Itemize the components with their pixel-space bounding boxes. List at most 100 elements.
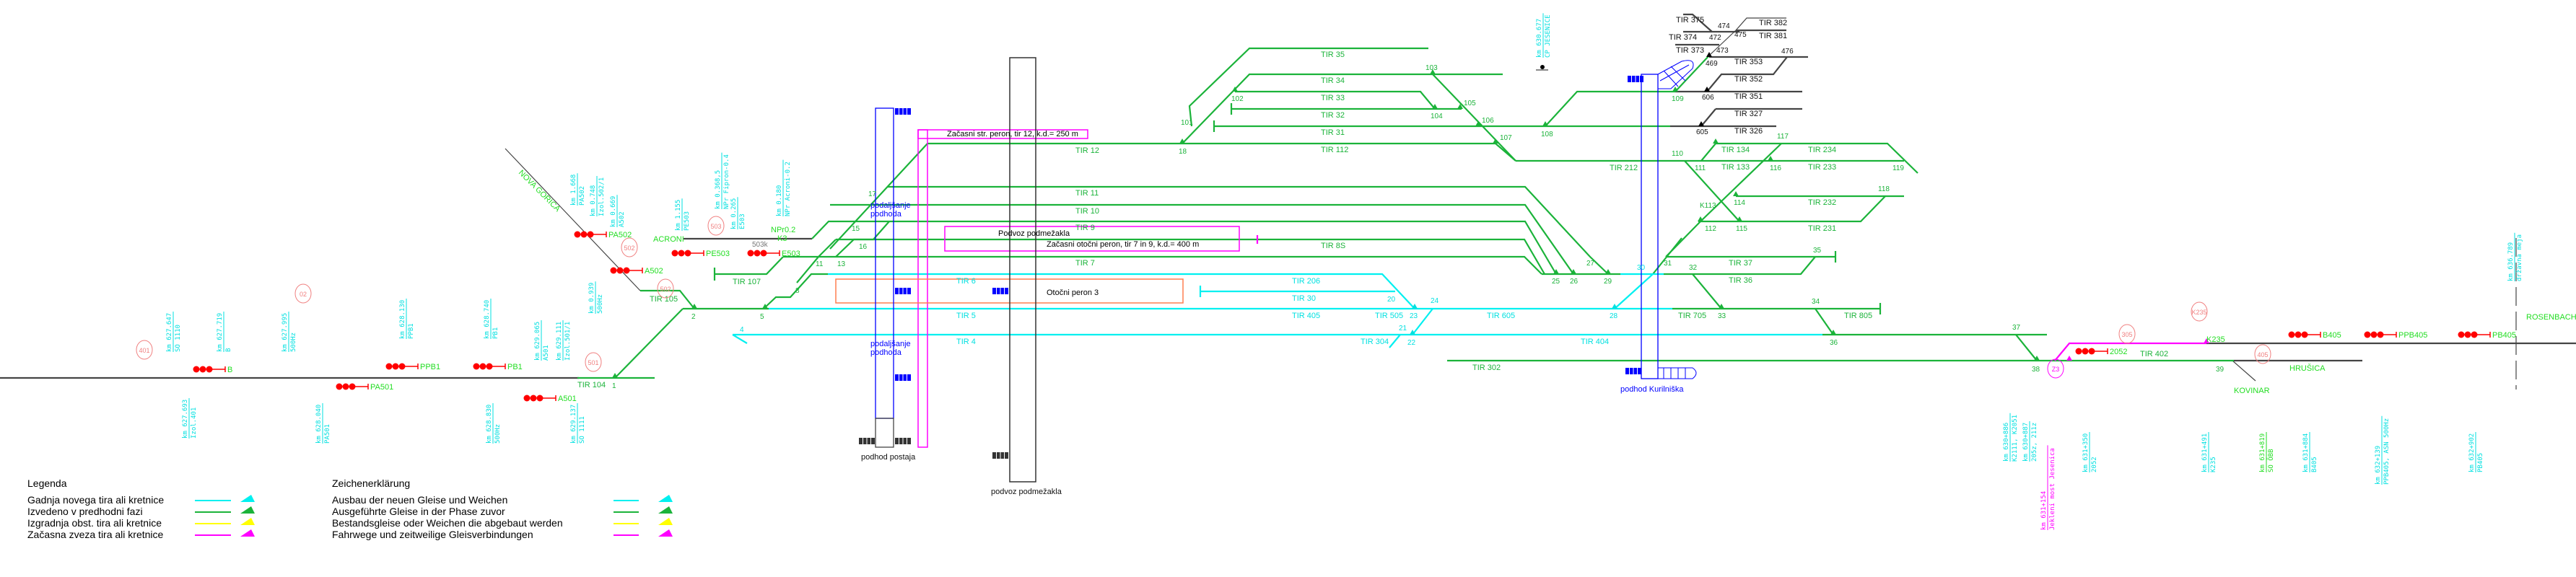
km-description: PPB1: [408, 323, 415, 339]
place-nova-gorica: NOVA GORICA: [517, 169, 562, 214]
switch-number: 37: [2012, 324, 2021, 332]
legend-item-sl: Izvedeno v predhodni fazi: [27, 506, 143, 517]
circle-mark-outline: [2191, 301, 2208, 322]
track-label: TIR 35: [1321, 50, 1345, 59]
track-label: TIR 302: [1472, 364, 1501, 372]
track-105: [640, 289, 695, 309]
circle-mark-outline: [2118, 324, 2136, 344]
switch-icon: [1612, 304, 1617, 309]
km-description: Izol.501/1: [564, 322, 572, 361]
signal-pa501[interactable]: PA501: [336, 383, 394, 392]
k235-label: K235: [2206, 335, 2225, 344]
km-description: K235: [2210, 457, 2217, 472]
signal-lamp-icon: [2370, 331, 2378, 338]
signal-e503[interactable]: E503: [747, 250, 800, 258]
circle-mark-label: 401: [139, 347, 149, 354]
switch-icon: [2034, 356, 2040, 361]
signal-pb405[interactable]: PB405: [2458, 331, 2517, 340]
km-description: PB405: [2477, 453, 2484, 472]
switch-icon: [1410, 330, 1415, 335]
signal-lamp-icon: [349, 383, 356, 390]
ramp-kurilniska-south: [1658, 367, 1697, 379]
switch-number: 1: [612, 382, 616, 390]
signal-lamp-icon: [616, 267, 624, 274]
legend-switch-icon: [658, 518, 673, 525]
legend-switch-icon: [658, 506, 673, 514]
track-label: TIR 234: [1808, 146, 1836, 154]
signal-pe503[interactable]: PE503: [671, 250, 730, 258]
track-label: TIR 37: [1729, 259, 1752, 268]
switch-number: 29: [1604, 278, 1612, 286]
signal-lamp-icon: [574, 231, 581, 238]
switch-number: 109: [1672, 95, 1684, 103]
temporary-island-platform: [944, 226, 1240, 252]
track-6-206: [828, 273, 1415, 309]
track-label: TIR 705: [1678, 312, 1706, 320]
km-value: km 636.789: [2507, 242, 2515, 281]
km-value: km 0.368,5: [715, 170, 722, 209]
km-description: SO ÖBB: [2267, 449, 2275, 472]
signal-lamp-icon: [385, 363, 393, 370]
signal-a501[interactable]: A501: [523, 395, 577, 403]
track-label: TIR 10: [1075, 207, 1099, 216]
signal-ppb405[interactable]: PPB405: [2364, 331, 2428, 340]
temp-island-platform-label: Začasni otočni peron, tir 7 in 9, k.d.= …: [1047, 240, 1199, 249]
track-34: [1182, 73, 1503, 144]
track-label: TIR 326: [1734, 127, 1763, 136]
switch-number: 34: [1812, 298, 1820, 306]
km-value: km 1.668: [570, 175, 577, 206]
track-label: TIR 381: [1759, 32, 1787, 40]
switch-icon: [1493, 138, 1498, 144]
switch-number: 606: [1702, 94, 1714, 102]
track-label: TIR 373: [1676, 46, 1704, 55]
track-30: [1199, 286, 1395, 297]
track-label: TIR 353: [1734, 58, 1763, 66]
switch-number: 469: [1706, 60, 1718, 68]
place-acroni: ACRONI: [653, 235, 684, 244]
signal-b405[interactable]: B405: [2288, 331, 2341, 340]
signal-pb1[interactable]: PB1: [473, 363, 523, 371]
signal-a502[interactable]: A502: [610, 267, 663, 276]
track-label: TIR 32: [1321, 111, 1345, 120]
track-label: TIR 231: [1808, 224, 1836, 233]
track-382-connection: [1708, 17, 1786, 56]
signal-lamp-icon: [523, 395, 531, 402]
signal-pa502[interactable]: PA502: [574, 231, 632, 239]
benchmark-dot: [1540, 65, 1545, 69]
connection-5-8: [763, 273, 828, 309]
switch-number: 18: [1179, 148, 1187, 156]
switch-icon: [2204, 338, 2209, 343]
track-label: TIR 7: [1075, 259, 1095, 268]
km-description: A502: [619, 211, 626, 227]
signal-lamp-icon: [206, 366, 213, 373]
track-label: TIR 232: [1808, 198, 1836, 207]
track-9: [811, 220, 1557, 275]
track-label: TIR 375: [1676, 16, 1704, 25]
track-label: TIR 404: [1581, 338, 1609, 346]
signal-b[interactable]: B: [193, 366, 233, 374]
track-231: [1698, 195, 1886, 223]
switch-icon: [612, 373, 618, 378]
switch-number: 115: [1736, 225, 1747, 233]
km-value: km 627.995: [281, 313, 289, 352]
signal-lamp-icon: [2295, 331, 2302, 338]
stairs-icon: [1628, 76, 1643, 82]
km-value: km 1.155: [675, 200, 682, 231]
signal-lamp-icon: [479, 363, 486, 370]
switch-number: 103: [1425, 64, 1438, 72]
signal-ppb1[interactable]: PPB1: [385, 363, 441, 371]
track-label: TIR 112: [1321, 146, 1348, 154]
switch-number: 472: [1709, 34, 1721, 42]
503k-label: 503k: [752, 241, 769, 249]
track-label: TIR 374: [1669, 33, 1697, 42]
switch-number: 5: [760, 313, 764, 321]
switch-icon: [1719, 304, 1724, 309]
signal-2052[interactable]: 2052: [2075, 348, 2128, 356]
track-107: [713, 256, 784, 281]
km-value: km 631+884: [2302, 433, 2310, 472]
